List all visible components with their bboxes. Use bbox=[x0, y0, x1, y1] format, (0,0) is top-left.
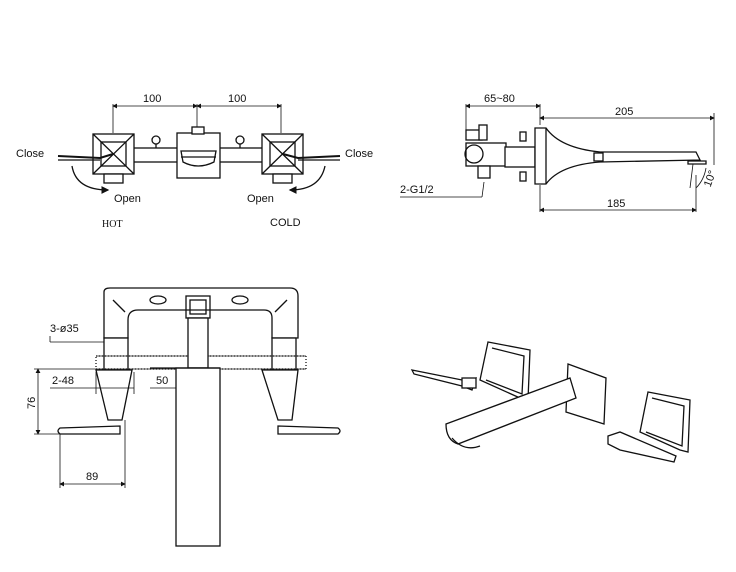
installation-view: 3-ø35 2-48 50 76 89 bbox=[26, 287, 341, 547]
cold-label: COLD bbox=[270, 217, 301, 229]
angle-label: 10° bbox=[702, 169, 719, 189]
dim-left-label: 100 bbox=[143, 93, 161, 105]
open-right-label: Open bbox=[247, 193, 274, 205]
bore-label: 2-48 bbox=[52, 375, 74, 387]
front-view: 100 100 Close Open HOT Close Open bbox=[16, 93, 373, 230]
dim-total-label: 205 bbox=[615, 106, 633, 118]
dim-spout-label: 185 bbox=[607, 198, 625, 210]
hot-label: HOT bbox=[102, 219, 123, 230]
dim-range-label: 65~80 bbox=[484, 93, 515, 105]
height-label: 76 bbox=[26, 397, 38, 409]
holes-label: 3-ø35 bbox=[50, 323, 79, 335]
dim-right-label: 100 bbox=[228, 93, 246, 105]
side-view: 65~80 205 185 10° 2-G1/2 bbox=[400, 93, 719, 213]
open-left-label: Open bbox=[114, 193, 141, 205]
isometric-view bbox=[410, 341, 691, 463]
close-right-label: Close bbox=[345, 148, 373, 160]
close-left-label: Close bbox=[16, 148, 44, 160]
depth-label: 89 bbox=[86, 471, 98, 483]
pipe-label: 50 bbox=[156, 375, 168, 387]
thread-label: 2-G1/2 bbox=[400, 184, 434, 196]
